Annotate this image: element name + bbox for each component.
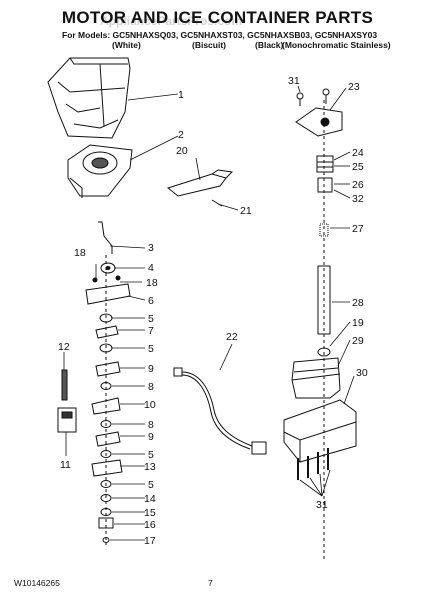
callout-5a: 5 bbox=[148, 313, 154, 325]
callout-8b: 8 bbox=[148, 419, 154, 431]
callout-numbers: 1 2 20 21 3 18 4 18 6 5 7 5 12 9 8 10 11… bbox=[58, 75, 368, 547]
callout-19: 19 bbox=[352, 317, 364, 329]
callout-9a: 9 bbox=[148, 363, 154, 375]
callout-26: 26 bbox=[352, 179, 364, 191]
callout-13: 13 bbox=[144, 461, 156, 473]
bracket-part bbox=[166, 169, 234, 197]
callout-29: 29 bbox=[352, 335, 364, 347]
callout-10: 10 bbox=[144, 399, 156, 411]
callout-5d: 5 bbox=[148, 479, 154, 491]
callout-24: 24 bbox=[352, 147, 364, 159]
page-title: MOTOR AND ICE CONTAINER PARTS bbox=[61, 8, 374, 27]
auger-stack bbox=[85, 255, 131, 545]
variant-biscuit: (Biscuit) bbox=[192, 40, 226, 50]
callout-9b: 9 bbox=[148, 431, 154, 443]
callout-23: 23 bbox=[348, 81, 360, 93]
callout-4: 4 bbox=[148, 262, 154, 274]
callout-25: 25 bbox=[352, 161, 364, 173]
callout-16: 16 bbox=[144, 519, 156, 531]
callout-22: 22 bbox=[226, 331, 238, 343]
callout-21: 21 bbox=[240, 205, 252, 217]
callout-31a: 31 bbox=[288, 75, 300, 87]
callout-15: 15 bbox=[144, 507, 156, 519]
callout-18b: 18 bbox=[146, 277, 158, 289]
callout-5b: 5 bbox=[148, 343, 154, 355]
watermark: AppliancePartsPros.com bbox=[100, 14, 243, 28]
callout-11: 11 bbox=[60, 459, 71, 471]
callout-1: 1 bbox=[178, 89, 184, 101]
part-12-strip bbox=[61, 369, 68, 401]
leader-lines bbox=[63, 85, 355, 541]
callout-30: 30 bbox=[356, 367, 368, 379]
rod-part bbox=[98, 221, 113, 254]
callout-3: 3 bbox=[148, 242, 154, 254]
callout-31b: 31 bbox=[316, 499, 328, 511]
page-number: 7 bbox=[208, 578, 213, 588]
callout-8a: 8 bbox=[148, 381, 154, 393]
callout-20: 20 bbox=[176, 145, 188, 157]
callout-14: 14 bbox=[144, 493, 156, 505]
callout-12: 12 bbox=[58, 341, 70, 353]
callout-6: 6 bbox=[148, 295, 154, 307]
callout-18a: 18 bbox=[74, 247, 86, 259]
callout-7: 7 bbox=[148, 325, 154, 337]
models-line: For Models: GC5NHAXSQ03, GC5NHAXST03, GC… bbox=[62, 30, 378, 40]
variant-white: (White) bbox=[112, 40, 141, 50]
callout-5c: 5 bbox=[148, 449, 154, 461]
callout-32: 32 bbox=[352, 193, 364, 205]
part-11-block bbox=[57, 407, 77, 433]
footer-code: W10146265 bbox=[14, 578, 60, 588]
variant-stainless: (Monochromatic Stainless) bbox=[282, 40, 391, 50]
motor-assembly bbox=[283, 88, 357, 560]
callout-17: 17 bbox=[144, 535, 156, 547]
variant-black: (Black) bbox=[255, 40, 284, 50]
callout-2: 2 bbox=[178, 129, 184, 141]
container-base bbox=[67, 144, 133, 198]
wire-harness bbox=[173, 367, 267, 455]
callout-28: 28 bbox=[352, 297, 364, 309]
ice-container bbox=[47, 57, 131, 139]
callout-27: 27 bbox=[352, 223, 364, 235]
